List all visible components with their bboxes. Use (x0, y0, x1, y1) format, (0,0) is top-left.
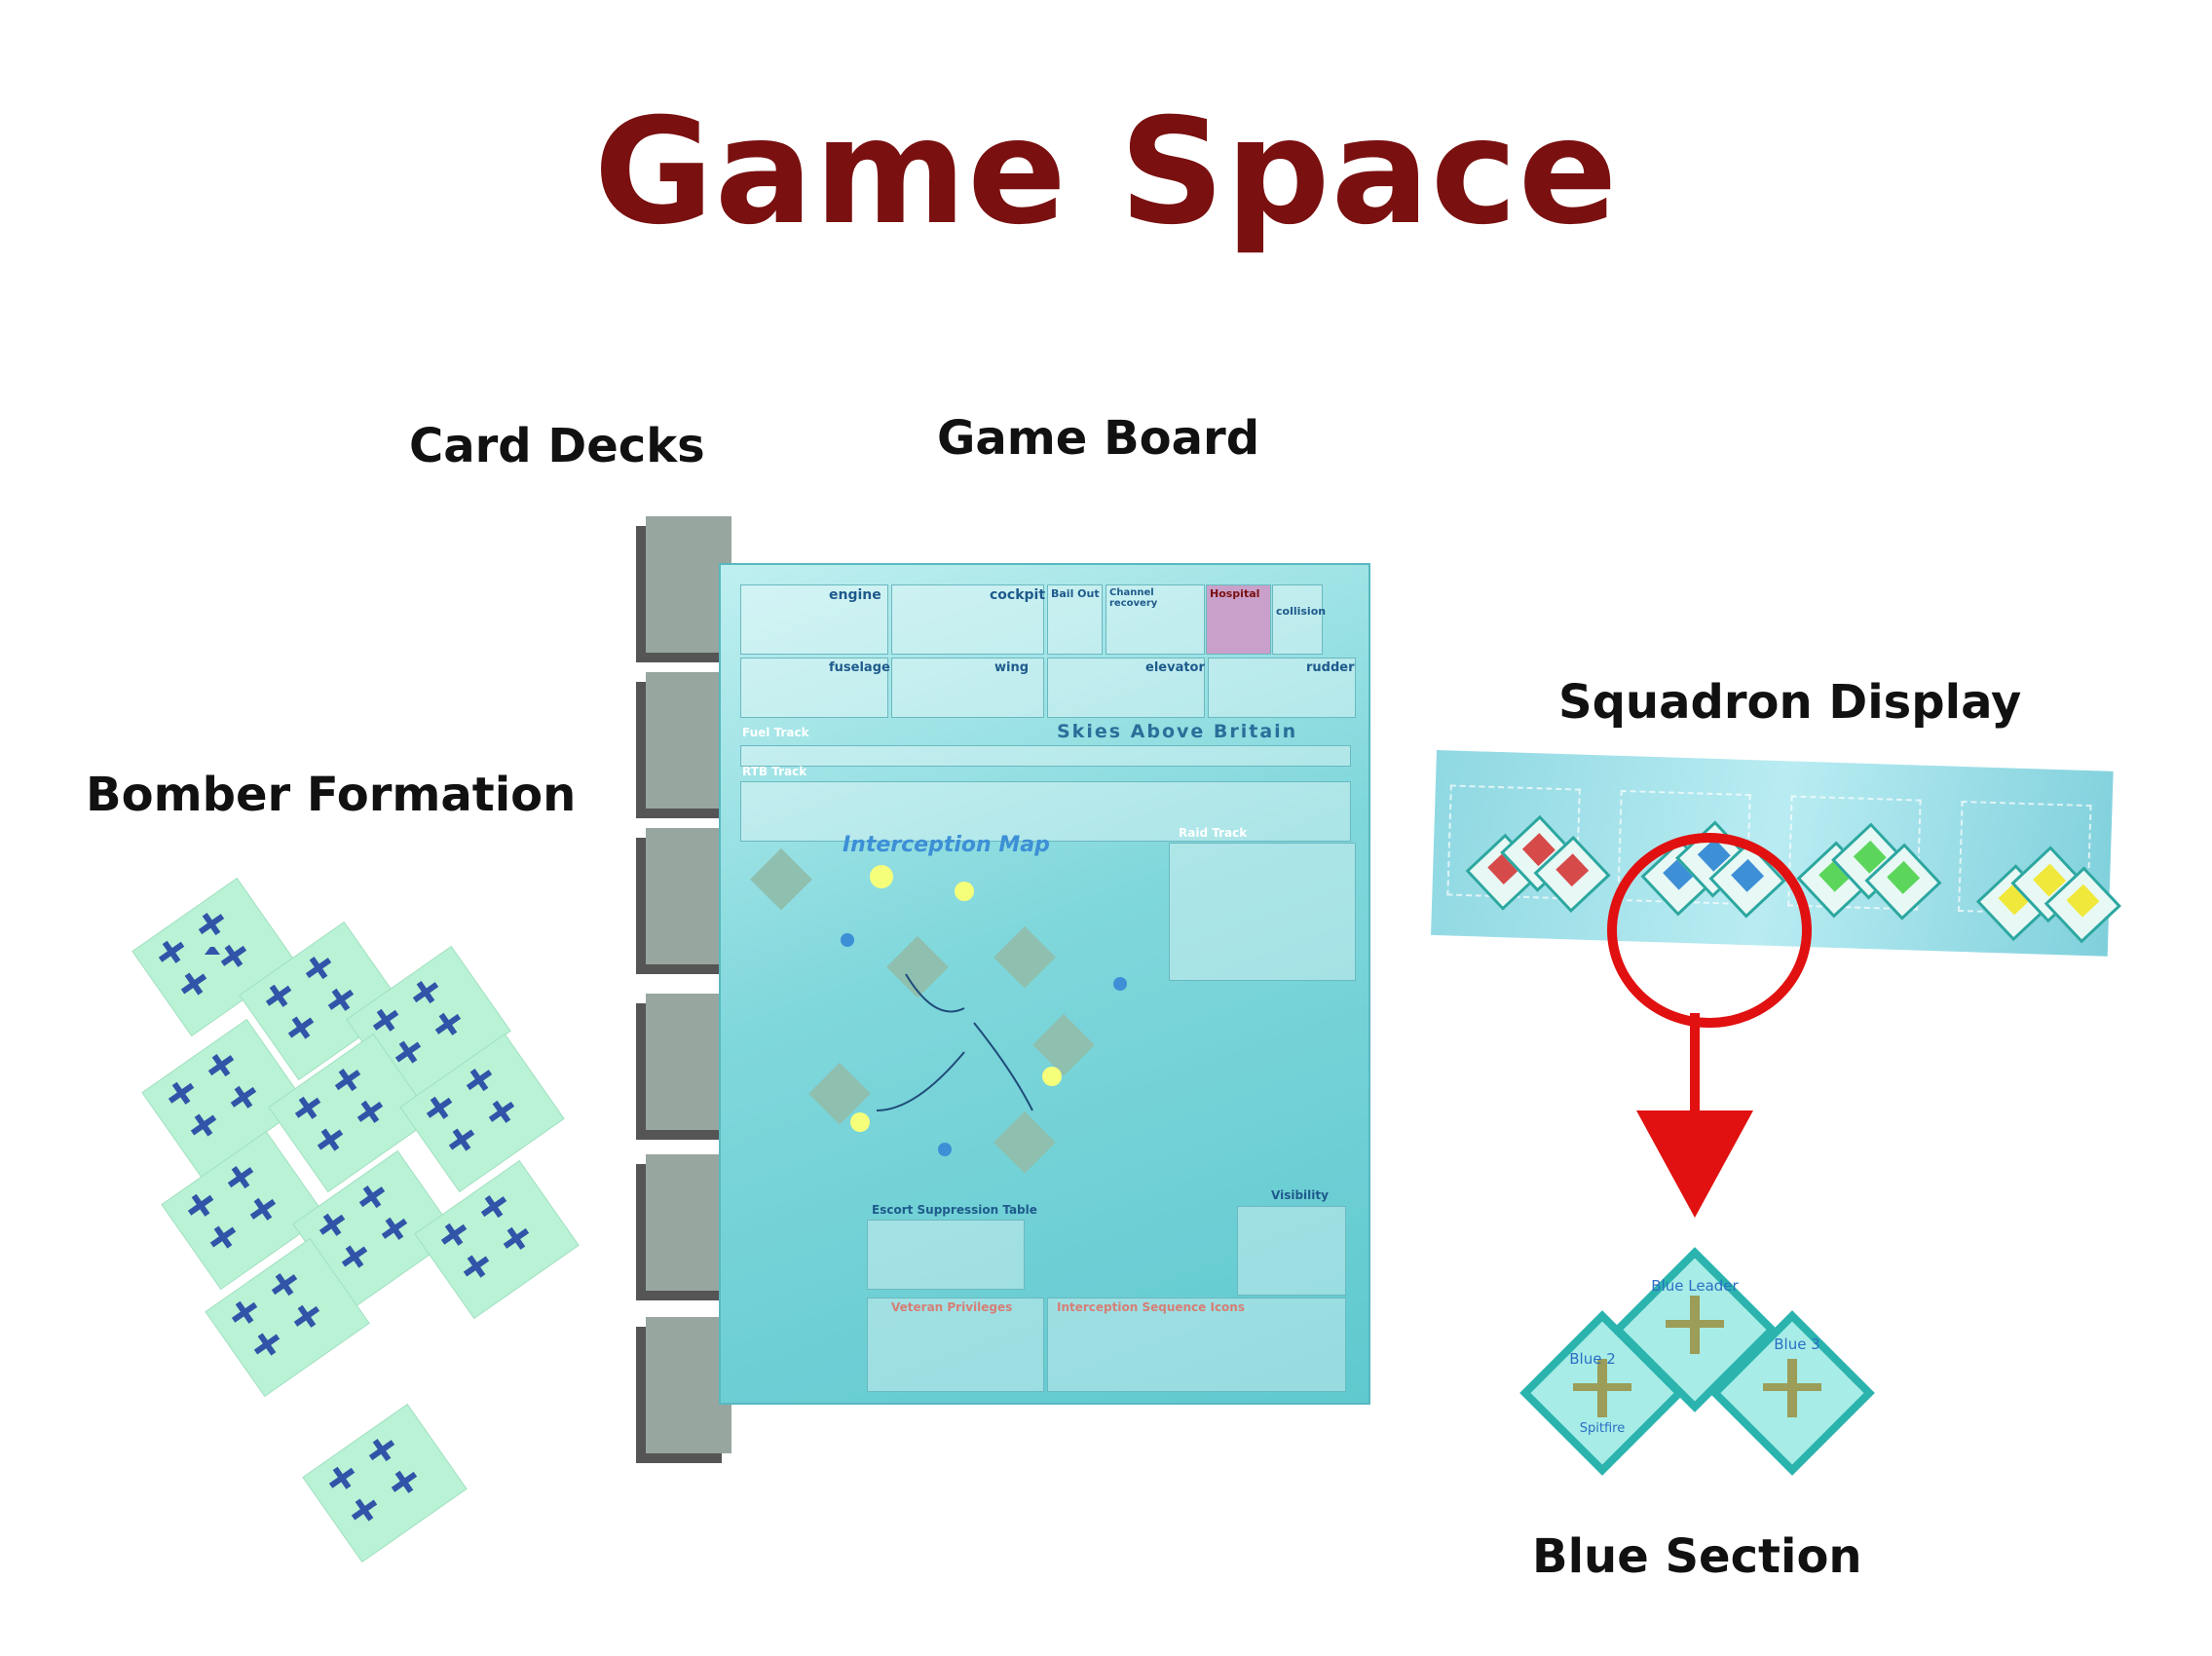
card-deck[interactable] (636, 828, 731, 974)
blue-section-label: Blue Section (1532, 1529, 1862, 1584)
blue-section-enlarged: Blue Leader Blue 2 Blue 3 Spitfire (1519, 1247, 1875, 1476)
page-title: Game Space (593, 88, 1619, 257)
fuel-track-label: Fuel Track (742, 726, 809, 739)
sequence-label: Interception Sequence Icons (1057, 1300, 1245, 1314)
visibility-label: Visibility (1271, 1188, 1329, 1202)
squadron-display-label: Squadron Display (1558, 675, 2022, 730)
blue-3-text: Blue 3 (1774, 1336, 1820, 1353)
rtb-track (740, 781, 1351, 842)
escort-table (867, 1220, 1025, 1290)
rudder-panel: rudder (1208, 658, 1356, 718)
interception-map-title: Interception Map (843, 833, 1050, 857)
sequence-panel (1047, 1298, 1346, 1392)
card-deck[interactable] (636, 1317, 731, 1463)
rtb-track-label: RTB Track (742, 765, 807, 778)
fuselage-panel: fuselage (740, 658, 890, 718)
engine-panel: engine (740, 584, 888, 655)
interception-map (750, 847, 1127, 1174)
card-decks-label: Card Decks (409, 419, 705, 473)
hospital-panel: Hospital (1206, 584, 1271, 655)
highlight-ring (1607, 833, 1812, 1028)
cockpit-panel: cockpit (891, 584, 1045, 655)
raid-track-label: Raid Track (1179, 826, 1248, 840)
game-board-label: Game Board (937, 411, 1260, 466)
bomber-formation-label: Bomber Formation (86, 768, 577, 822)
card-deck[interactable] (636, 516, 731, 662)
card-deck[interactable] (636, 672, 731, 818)
card-deck[interactable] (636, 994, 731, 1140)
board-brand: Skies Above Britain (1057, 721, 1298, 742)
game-board[interactable]: engine cockpit Bail Out Channel recovery… (721, 565, 1368, 1403)
blue-2-text: Blue 2 (1569, 1350, 1616, 1368)
wing-panel: wing (891, 658, 1044, 718)
collision-panel: collision (1272, 584, 1326, 655)
fuel-track (740, 745, 1351, 767)
visibility-table (1237, 1206, 1346, 1296)
bomber-plane-icons (205, 941, 220, 970)
escort-table-label: Escort Suppression Table (872, 1203, 1037, 1217)
blue-leader-text: Blue Leader (1651, 1277, 1739, 1295)
elevator-panel: elevator (1047, 658, 1205, 718)
veteran-panel (867, 1298, 1044, 1392)
veteran-label: Veteran Privileges (891, 1300, 1013, 1314)
bailout-panel: Bail Out (1047, 584, 1103, 655)
spitfire-text: Spitfire (1580, 1421, 1625, 1436)
channel-recovery-panel: Channel recovery (1106, 584, 1205, 655)
card-deck[interactable] (636, 1154, 731, 1300)
raid-track (1169, 843, 1356, 981)
